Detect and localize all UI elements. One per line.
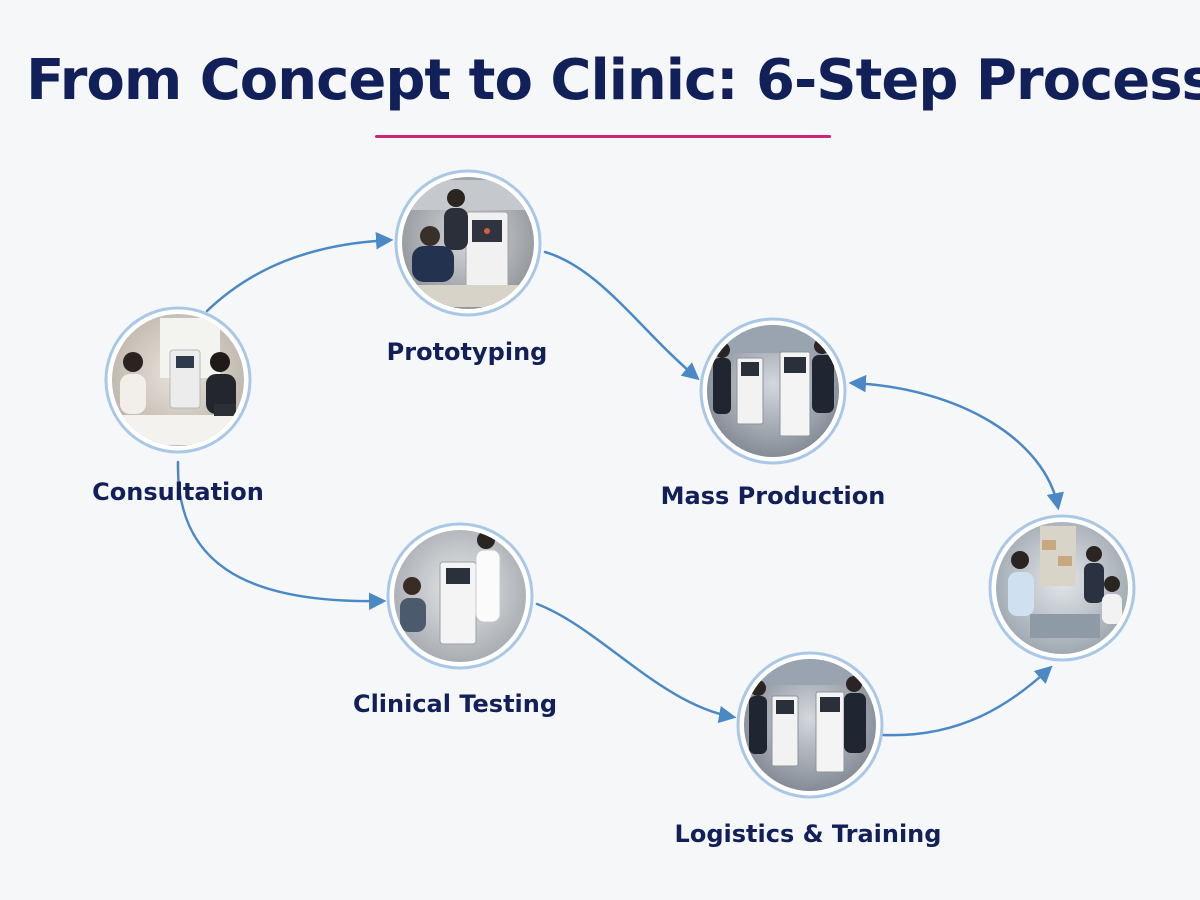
- title-underline: [375, 135, 831, 138]
- step-photo-consultation: [104, 306, 252, 454]
- step-label-prototyping: Prototyping: [386, 338, 548, 366]
- page-title: From Concept to Clinic: 6-Step Process: [26, 48, 1200, 113]
- step-photo-training: [988, 514, 1136, 662]
- arrow-consultation-to-clinical-testing: [176, 460, 387, 611]
- arrow-mass-production-to-training: [848, 374, 1064, 511]
- step-label-clinical-testing: Clinical Testing: [352, 690, 558, 718]
- step-photo-clinical-testing: [386, 522, 534, 670]
- step-photo-logistics-training: [736, 651, 884, 799]
- step-label-logistics-training: Logistics & Training: [674, 820, 942, 848]
- step-label-mass-production: Mass Production: [660, 482, 886, 510]
- step-label-consultation: Consultation: [92, 478, 264, 506]
- arrow-logistics-to-training: [881, 665, 1053, 737]
- arrow-clinical-testing-to-logistics: [535, 602, 737, 724]
- step-photo-mass-production: [699, 317, 847, 465]
- step-photo-prototyping: [394, 169, 542, 317]
- arrow-prototyping-to-mass-production: [543, 250, 700, 381]
- arrow-consultation-to-prototyping: [205, 231, 394, 313]
